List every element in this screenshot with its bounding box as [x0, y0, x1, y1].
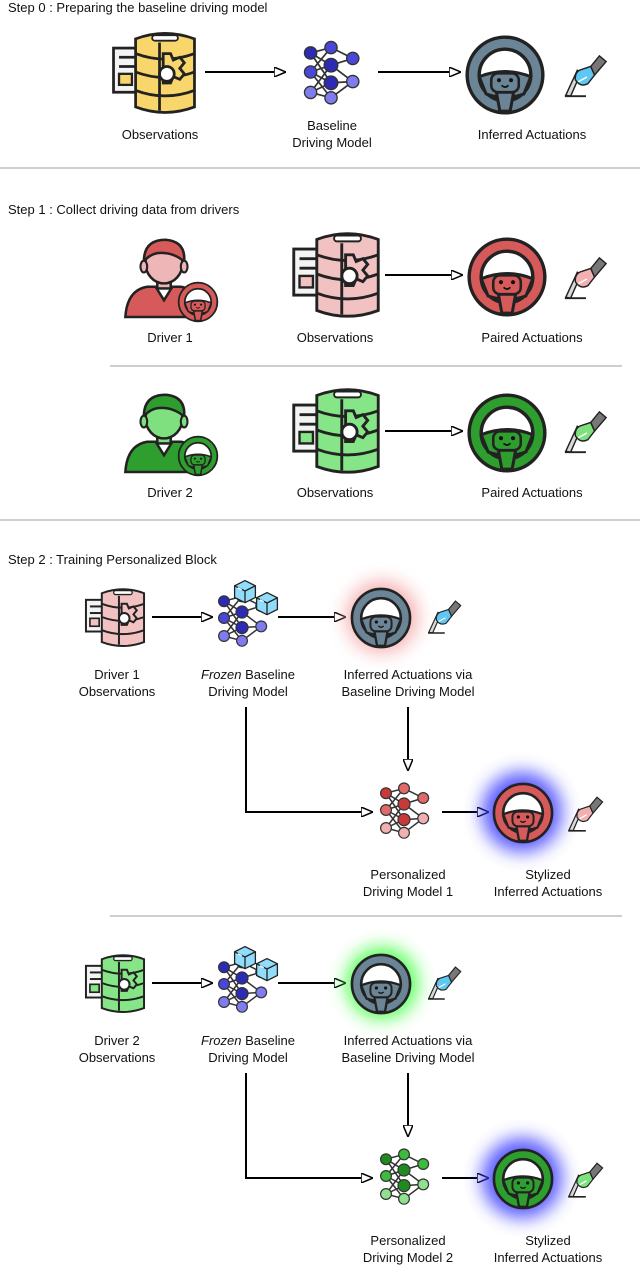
step0-title: Step 0 : Preparing the baseline driving …	[8, 0, 268, 15]
step1-driver1-label: Driver 1	[147, 330, 193, 345]
ice-cube-icon	[255, 957, 279, 982]
arrow	[245, 1073, 372, 1178]
step1-obs1-label: Observations	[297, 330, 374, 345]
arrow	[245, 707, 372, 812]
step0-output-label: Inferred Actuations	[478, 127, 587, 142]
step1-driver2-label: Driver 2	[147, 485, 193, 500]
database-icon	[292, 388, 380, 474]
steering-wheel-icon	[465, 35, 545, 115]
step1-title: Step 1 : Collect driving data from drive…	[8, 202, 240, 217]
step2a-pers-line2: Driving Model 1	[363, 884, 453, 899]
step2b-frozen-line2: Driving Model	[208, 1050, 288, 1065]
step2b-frozen-line1: Frozen Baseline	[201, 1033, 295, 1048]
database-icon	[112, 31, 196, 114]
step2a-styl-line1: Stylized	[525, 867, 571, 882]
step2b-obs-line2: Observations	[79, 1050, 156, 1065]
steering-wheel-icon	[177, 281, 219, 323]
step2b-pers-line1: Personalized	[370, 1233, 445, 1248]
ice-cube-icon	[255, 591, 279, 616]
step2b-obs-line1: Driver 2	[94, 1033, 140, 1048]
step1-out1-label: Paired Actuations	[481, 330, 583, 345]
ice-cube-icon	[233, 579, 257, 604]
step0-observations-label: Observations	[122, 127, 199, 142]
pedal-icon	[567, 1162, 604, 1198]
step1-out2-label: Paired Actuations	[481, 485, 583, 500]
steering-wheel-icon	[350, 587, 412, 649]
pedal-icon	[563, 410, 608, 454]
step2b-inferred-line2: Baseline Driving Model	[342, 1050, 475, 1065]
database-icon	[84, 588, 146, 648]
personalized-network-icon	[379, 782, 430, 839]
steering-wheel-icon	[350, 953, 412, 1015]
database-icon	[292, 232, 380, 318]
frozen-rest: Baseline	[241, 667, 294, 682]
step2-title: Step 2 : Training Personalized Block	[8, 552, 217, 567]
database-icon	[84, 954, 146, 1014]
pedal-icon	[567, 796, 604, 832]
steering-wheel-icon	[467, 237, 547, 317]
frozen-italic: Frozen	[201, 667, 241, 682]
ice-cube-icon	[233, 945, 257, 970]
step2a-pers-line1: Personalized	[370, 867, 445, 882]
step2b-pers-line2: Driving Model 2	[363, 1250, 453, 1265]
step2b-inferred-line1: Inferred Actuations via	[344, 1033, 473, 1048]
step2a-obs-line1: Driver 1	[94, 667, 140, 682]
steering-wheel-icon	[467, 393, 547, 473]
step0-model-line1: Baseline	[307, 118, 357, 133]
steering-wheel-icon	[492, 1148, 554, 1210]
baseline-network-icon	[303, 40, 361, 106]
step2a-styl-line2: Inferred Actuations	[494, 884, 603, 899]
pedal-icon	[563, 54, 608, 98]
pedal-icon	[427, 966, 462, 1000]
step2a-inferred-line1: Inferred Actuations via	[344, 667, 473, 682]
step0-model-line2: Driving Model	[292, 135, 372, 150]
step2a-frozen-line1: Frozen Baseline	[201, 667, 295, 682]
step2b-styl-line2: Inferred Actuations	[494, 1250, 603, 1265]
frozen-rest: Baseline	[241, 1033, 294, 1048]
step2b-styl-line1: Stylized	[525, 1233, 571, 1248]
step2a-obs-line2: Observations	[79, 684, 156, 699]
step1-obs2-label: Observations	[297, 485, 374, 500]
steering-wheel-icon	[492, 782, 554, 844]
step2a-inferred-line2: Baseline Driving Model	[342, 684, 475, 699]
pedal-icon	[563, 256, 608, 300]
frozen-italic: Frozen	[201, 1033, 241, 1048]
steering-wheel-icon	[177, 435, 219, 477]
step2a-frozen-line2: Driving Model	[208, 684, 288, 699]
personalized-network-icon	[379, 1148, 430, 1205]
pedal-icon	[427, 600, 462, 634]
